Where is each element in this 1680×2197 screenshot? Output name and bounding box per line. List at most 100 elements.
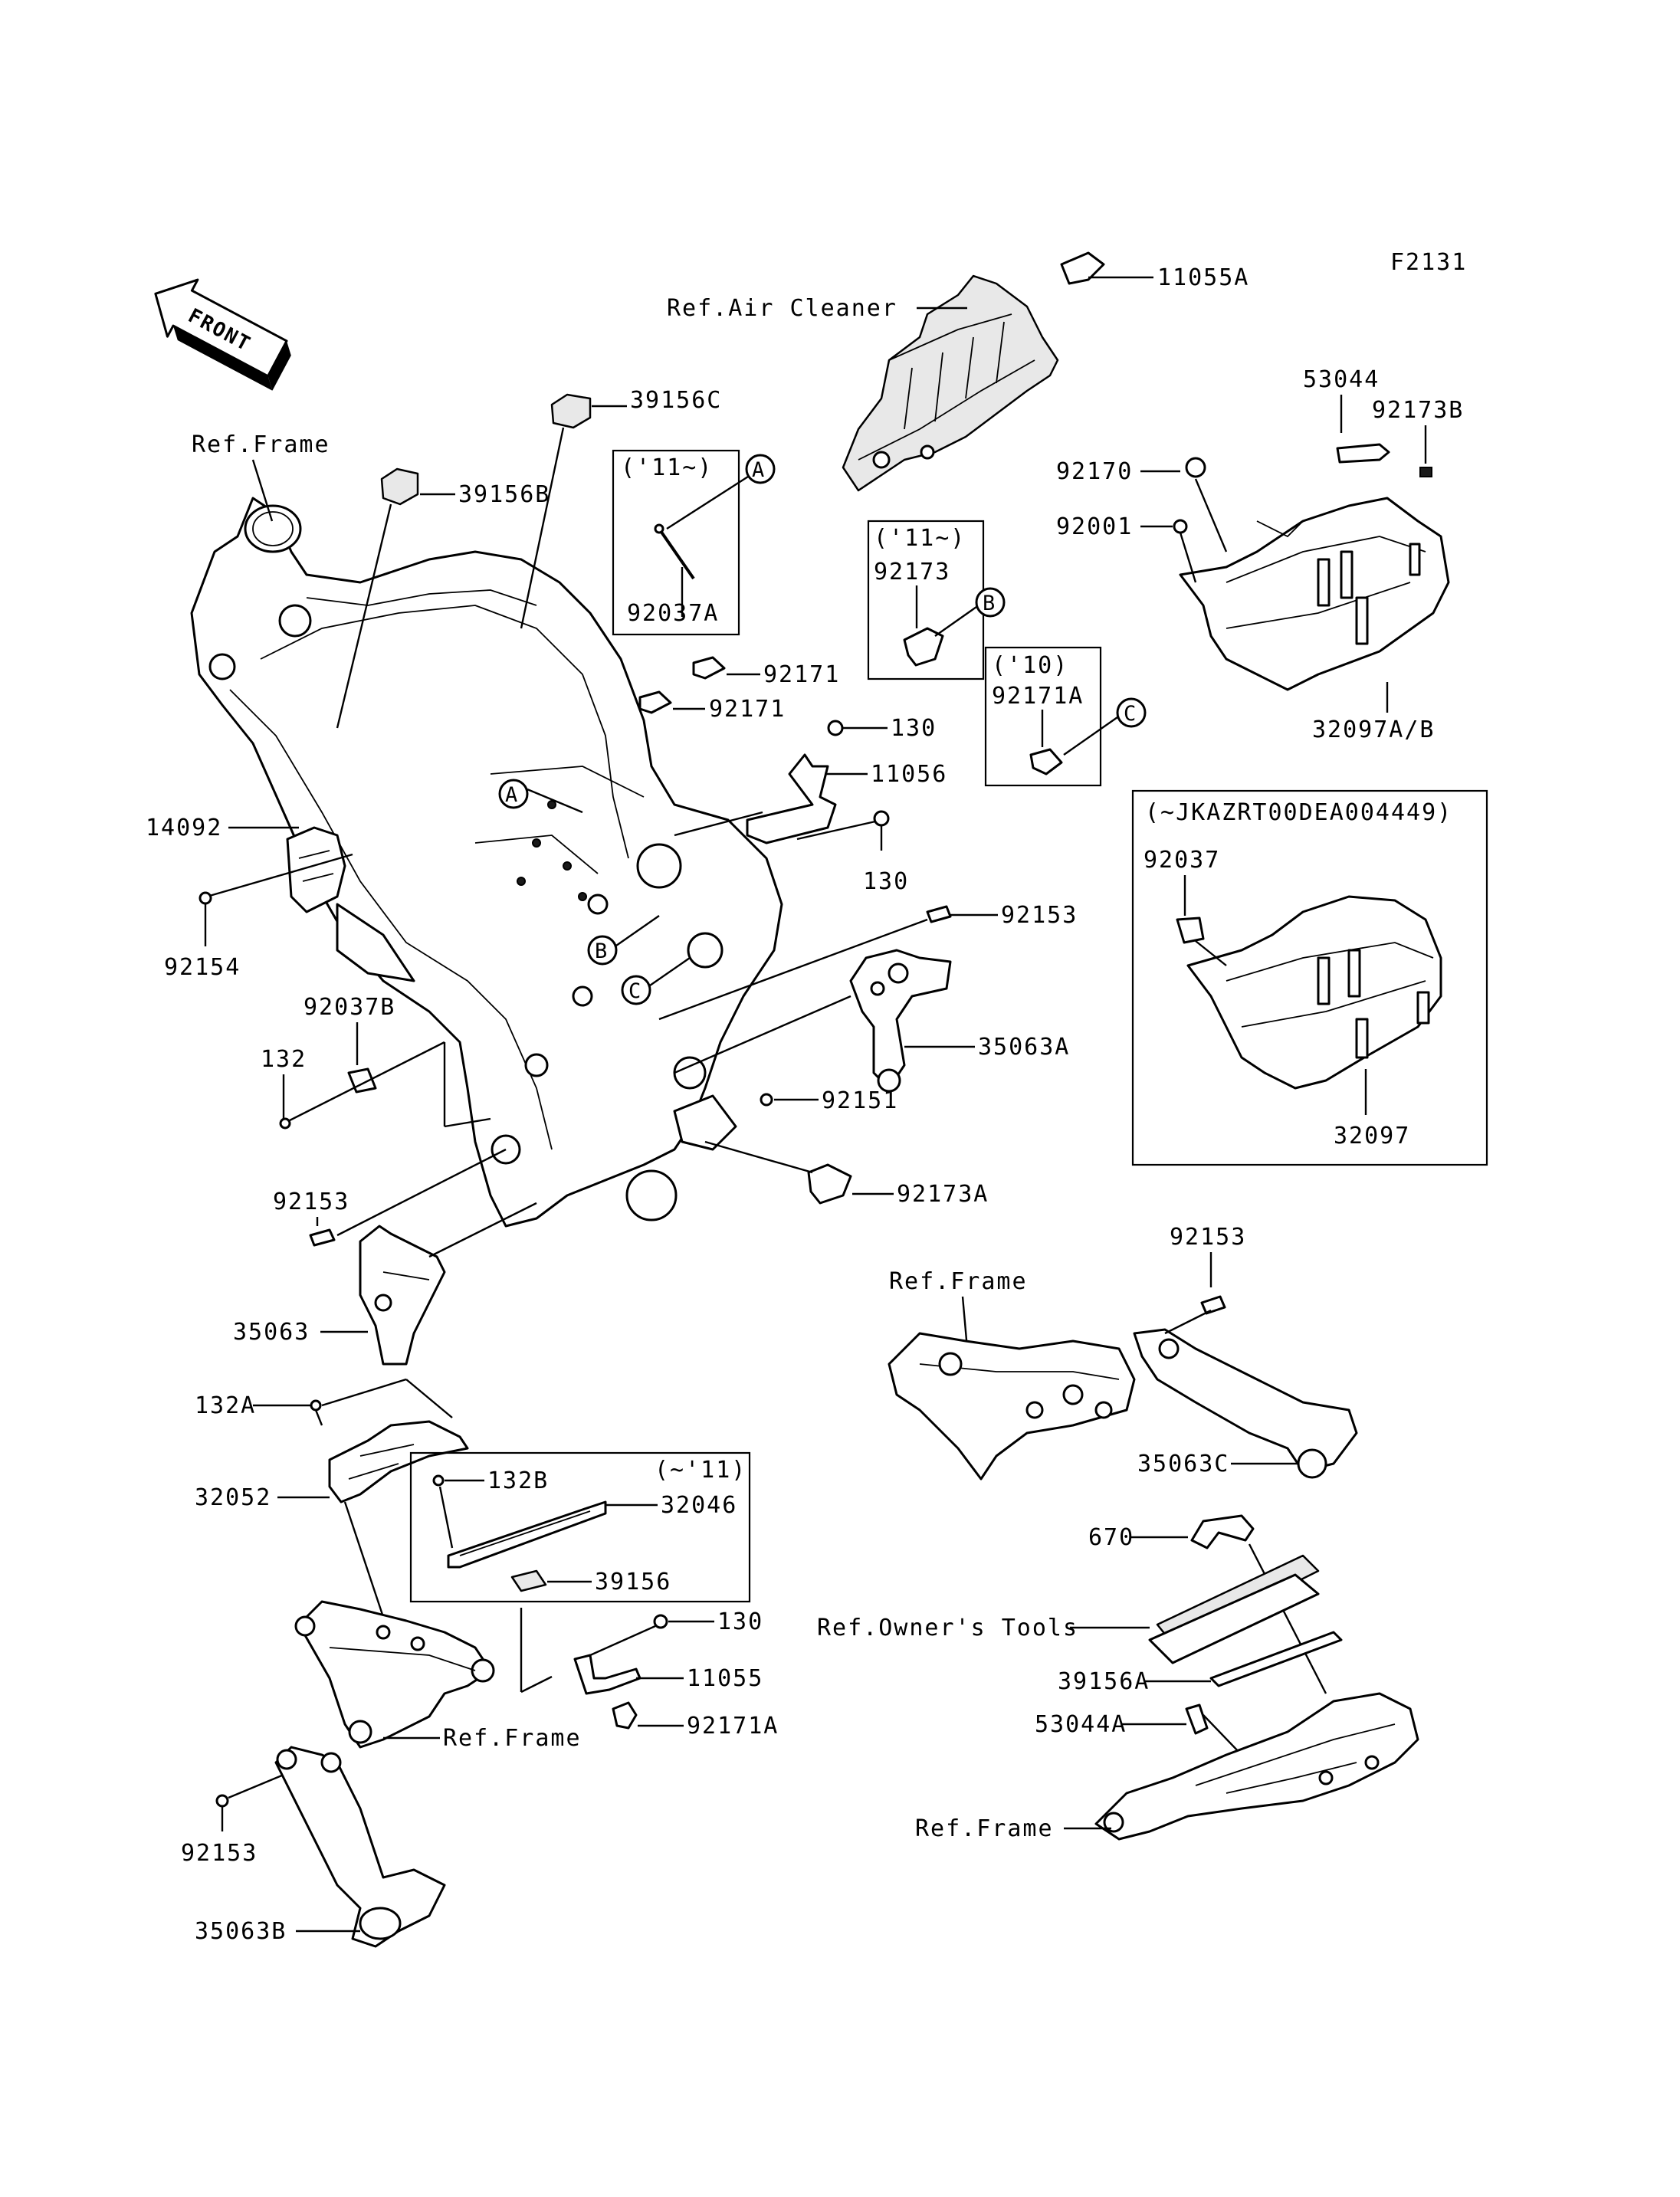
box-10-92171A — [984, 646, 1102, 787]
part-92153-3-label: 92153 — [1170, 1224, 1246, 1251]
pad-39156A-drawing — [1209, 1631, 1343, 1687]
part-130-3-label: 130 — [717, 1608, 763, 1635]
strap-670-drawing — [1190, 1514, 1255, 1549]
part-670-label: 670 — [1088, 1524, 1134, 1551]
hose-53044A-drawing — [1185, 1703, 1209, 1735]
rear-frame-section-drawing — [888, 1332, 1136, 1481]
part-35063C-label: 35063C — [1137, 1451, 1229, 1477]
part-53044-label: 53044 — [1303, 366, 1380, 393]
owners-tools-drawing — [1148, 1554, 1320, 1664]
footpeg-bracket-35063B-drawing — [274, 1746, 446, 1948]
part-11055-label: 11055 — [687, 1665, 763, 1692]
bolt-132A-drawing — [310, 1399, 322, 1412]
part-39156-label: 39156 — [595, 1569, 671, 1595]
part-92037B-label: 92037B — [304, 994, 395, 1021]
bolt-92154-drawing — [199, 891, 212, 905]
part-92171-2-label: 92171 — [709, 696, 786, 723]
bolt-92153-4-drawing — [215, 1794, 229, 1808]
part-92154-label: 92154 — [164, 954, 241, 981]
footpeg-bracket-35063A-drawing — [849, 949, 952, 1093]
part-32052-label: 32052 — [195, 1484, 271, 1511]
box-10-part: 92171A — [992, 683, 1084, 710]
box-11-b-header: ('11~) — [874, 525, 966, 552]
box-11-a-header: ('11~) — [621, 454, 713, 481]
bolt-130-1-drawing — [827, 720, 844, 736]
part-92001-label: 92001 — [1056, 513, 1133, 540]
part-130-1-label: 130 — [891, 715, 937, 742]
part-35063A-label: 35063A — [978, 1034, 1070, 1061]
bolt-92153-3-drawing — [1200, 1295, 1226, 1315]
box-11-92037A — [612, 449, 740, 636]
cap-39156C-drawing — [550, 393, 592, 429]
clip-92171-1-drawing — [692, 656, 726, 680]
tray-32046-drawing — [447, 1500, 607, 1569]
cap-39156B-drawing — [380, 467, 419, 506]
box-vin-part-bottom: 32097 — [1334, 1123, 1410, 1149]
part-92153-1-label: 92153 — [1001, 902, 1078, 929]
bolt-132B-drawing — [432, 1474, 445, 1487]
tail-tray-drawing — [1094, 1692, 1419, 1841]
callout-b-box-text: B — [983, 592, 996, 615]
ref-air-cleaner-label: Ref.Air Cleaner — [667, 295, 897, 322]
battery-case-32097-drawing — [1186, 895, 1442, 1090]
part-92173A-label: 92173A — [897, 1181, 989, 1208]
part-92153-4-label: 92153 — [181, 1840, 258, 1867]
part-92171A-2-label: 92171A — [687, 1713, 779, 1740]
lower-frame-section-drawing — [294, 1600, 495, 1749]
cover-14092-drawing — [286, 826, 346, 913]
part-130-2-label: 130 — [863, 868, 909, 895]
ref-frame-main-label: Ref.Frame — [192, 431, 330, 458]
bracket-11055-drawing — [573, 1654, 641, 1695]
part-39156A-label: 39156A — [1058, 1668, 1150, 1695]
bolt-92151-drawing — [760, 1093, 773, 1107]
part-32097AB-label: 32097A/B — [1312, 716, 1436, 743]
clip-92037-drawing — [1176, 917, 1205, 944]
box-10-header: ('10) — [992, 652, 1068, 679]
part-92153-2-label: 92153 — [273, 1189, 349, 1215]
bolt-92153-1-drawing — [926, 905, 952, 923]
part-92151-label: 92151 — [822, 1087, 898, 1114]
callout-b-frame: B — [587, 915, 660, 966]
part-92170-label: 92170 — [1056, 458, 1133, 485]
box-vin-header: (~JKAZRT00DEA004449) — [1145, 799, 1452, 826]
callout-a-frame-text: A — [505, 783, 518, 807]
callout-a-box-text: A — [752, 458, 765, 482]
part-92171-1-label: 92171 — [763, 661, 840, 688]
callout-a-frame: A — [498, 779, 583, 814]
ref-frame-bottom-right-label: Ref.Frame — [915, 1815, 1054, 1842]
part-11056-label: 11056 — [871, 761, 947, 788]
callout-c-box: C — [1063, 697, 1147, 756]
callout-c-frame-text: C — [628, 979, 641, 1003]
clip-92171A-2-drawing — [612, 1701, 638, 1730]
main-frame-drawing — [190, 497, 783, 1228]
bolt-130-2-drawing — [873, 810, 890, 827]
bolt-132-drawing — [279, 1117, 291, 1130]
bolt-92001-drawing — [1173, 519, 1188, 534]
hose-53044-drawing — [1336, 443, 1390, 464]
clip-92173-drawing — [903, 627, 944, 667]
cover-32052-drawing — [328, 1420, 469, 1503]
bracket-11056-drawing — [746, 753, 837, 844]
clamp-92170-drawing — [1185, 457, 1206, 478]
part-11055A-label: 11055A — [1157, 264, 1249, 291]
ref-frame-lower-label: Ref.Frame — [443, 1725, 582, 1752]
box-11-b-part: 92173 — [874, 559, 950, 585]
callout-a-box: A — [666, 454, 776, 530]
part-132B-label: 132B — [487, 1467, 549, 1494]
box-vin-32097 — [1131, 789, 1488, 1166]
part-39156B-label: 39156B — [458, 481, 550, 508]
callout-b-box: B — [934, 587, 1006, 637]
clip-92171-2-drawing — [638, 690, 672, 714]
part-92173B-label: 92173B — [1372, 397, 1464, 424]
callout-c-frame: C — [621, 957, 691, 1005]
callout-c-box-text: C — [1124, 702, 1137, 726]
clip-92171A-drawing — [1029, 748, 1063, 776]
pad-39156-drawing — [510, 1569, 547, 1592]
part-132A-label: 132A — [195, 1392, 256, 1419]
box-11-a-part: 92037A — [627, 600, 719, 627]
part-35063-label: 35063 — [233, 1319, 310, 1346]
box-11-32046 — [409, 1451, 751, 1603]
part-14092-label: 14092 — [146, 815, 222, 841]
footpeg-bracket-35063C-drawing — [1133, 1328, 1358, 1479]
